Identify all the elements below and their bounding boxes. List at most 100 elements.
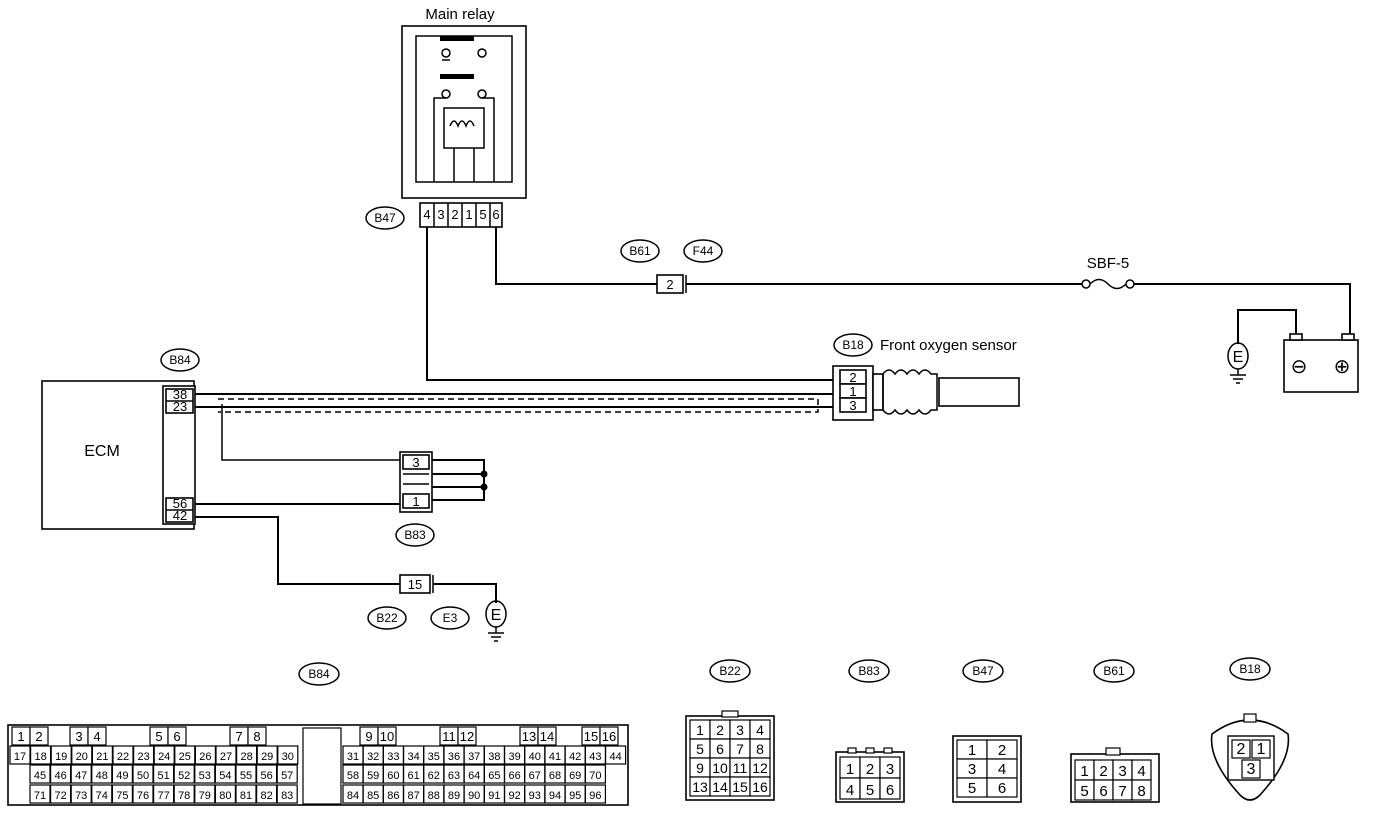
b84-pin: 22 bbox=[117, 751, 129, 763]
b84-pin: 69 bbox=[569, 770, 581, 782]
b84-pin: 4 bbox=[93, 729, 100, 744]
b84-pin: 74 bbox=[96, 790, 108, 802]
battery: ⊖ ⊕ bbox=[1283, 333, 1359, 393]
b84-pin: 92 bbox=[508, 790, 520, 802]
b84-pin: 67 bbox=[529, 770, 541, 782]
b83-face-pin: 1 bbox=[846, 761, 854, 778]
tag-b47: B47 bbox=[365, 206, 405, 230]
b84-pin: 1 bbox=[17, 729, 24, 744]
b18-pin: 3 bbox=[1247, 761, 1256, 778]
b84-pin: 28 bbox=[240, 751, 252, 763]
wire-relay4-sensor2 bbox=[426, 227, 833, 381]
b84-pin: 3 bbox=[75, 729, 82, 744]
tag-f44: F44 bbox=[683, 239, 723, 263]
svg-text:B47: B47 bbox=[374, 211, 396, 225]
b84-pin: 76 bbox=[137, 790, 149, 802]
b84-pin: 60 bbox=[387, 770, 399, 782]
ecm-label: ECM bbox=[84, 443, 120, 460]
b61-face-pin: 2 bbox=[1099, 763, 1107, 780]
tag-b18: B18 bbox=[833, 333, 873, 357]
sensor-pin-3: 3 bbox=[849, 398, 856, 413]
sensor-label: Front oxygen sensor bbox=[880, 337, 1017, 354]
view-title-b83: B83 bbox=[848, 659, 890, 683]
relay-pin-5: 5 bbox=[479, 207, 486, 222]
b83-connector: 3 1 bbox=[399, 451, 433, 513]
b84-pin: 94 bbox=[549, 790, 561, 802]
b22-face-pin: 15 bbox=[732, 779, 748, 795]
b84-pin: 53 bbox=[199, 770, 211, 782]
b84-pin: 62 bbox=[428, 770, 440, 782]
b83-face-pin: 3 bbox=[886, 761, 894, 778]
b84-pin: 46 bbox=[54, 770, 66, 782]
b84-pin: 25 bbox=[179, 751, 191, 763]
b84-pin: 6 bbox=[173, 729, 180, 744]
relay-pin-4: 4 bbox=[423, 207, 430, 222]
b61-connector bbox=[656, 274, 684, 294]
ground-label-battery: E bbox=[1233, 349, 1244, 366]
b83-pin-3: 3 bbox=[412, 455, 419, 470]
b84-pin: 51 bbox=[157, 770, 169, 782]
ecm-pin-56: 56 bbox=[173, 496, 187, 511]
ecm-pin-38: 38 bbox=[173, 387, 187, 402]
b84-pin: 30 bbox=[282, 751, 294, 763]
relay-pin-6: 6 bbox=[492, 207, 499, 222]
tag-b22: B22 bbox=[367, 606, 407, 630]
b84-pin: 55 bbox=[240, 770, 252, 782]
ground-icon: E bbox=[1227, 342, 1249, 384]
fuse-label: SBF-5 bbox=[1087, 255, 1130, 272]
b84-pin: 37 bbox=[468, 751, 480, 763]
view-title-b18: B18 bbox=[1229, 657, 1271, 681]
b47-face-pin: 6 bbox=[998, 780, 1006, 797]
b61-face-pin: 8 bbox=[1137, 783, 1145, 800]
b83-face-pin: 5 bbox=[866, 782, 874, 799]
b84-pin: 79 bbox=[199, 790, 211, 802]
tag-b61: B61 bbox=[620, 239, 660, 263]
relay-pin-1: 1 bbox=[465, 207, 472, 222]
b61-face-pin: 5 bbox=[1080, 783, 1088, 800]
b84-pin: 86 bbox=[387, 790, 399, 802]
front-oxygen-sensor: Front oxygen sensor 2 1 3 bbox=[832, 337, 1020, 421]
svg-text:B83: B83 bbox=[858, 664, 880, 678]
b61-face-pin: 6 bbox=[1099, 783, 1107, 800]
svg-text:B47: B47 bbox=[972, 664, 994, 678]
main-relay-label: Main relay bbox=[425, 6, 495, 23]
b84-pin: 8 bbox=[253, 729, 260, 744]
b22-face-pin: 14 bbox=[712, 779, 728, 795]
b47-face-pin: 3 bbox=[968, 761, 976, 778]
b84-pin: 85 bbox=[367, 790, 379, 802]
b84-pin: 68 bbox=[549, 770, 561, 782]
b47-face-pin: 5 bbox=[968, 780, 976, 797]
b84-pin: 50 bbox=[137, 770, 149, 782]
b84-pin: 24 bbox=[158, 751, 170, 763]
b84-pin: 71 bbox=[34, 790, 46, 802]
b47-face-pin: 2 bbox=[998, 742, 1006, 759]
wire-fuse-battery bbox=[1134, 283, 1351, 336]
b84-pin: 27 bbox=[220, 751, 232, 763]
b84-pin: 41 bbox=[549, 751, 561, 763]
b84-pin: 48 bbox=[96, 770, 108, 782]
b84-pin: 89 bbox=[448, 790, 460, 802]
b84-pin: 64 bbox=[468, 770, 480, 782]
wire-b83-bus bbox=[432, 459, 485, 501]
shield-line bbox=[218, 398, 819, 413]
b84-pin: 10 bbox=[380, 729, 394, 744]
b84-pin: 88 bbox=[428, 790, 440, 802]
tag-b83: B83 bbox=[395, 523, 435, 547]
b22-face-pin: 7 bbox=[736, 741, 744, 757]
view-title-b22: B22 bbox=[709, 659, 751, 683]
svg-text:B61: B61 bbox=[629, 244, 651, 258]
b84-pin: 59 bbox=[367, 770, 379, 782]
b84-pin: 78 bbox=[178, 790, 190, 802]
svg-text:F44: F44 bbox=[693, 244, 714, 258]
b84-pin: 23 bbox=[137, 751, 149, 763]
b84-pin: 31 bbox=[347, 751, 359, 763]
wire-ecm42-b22 bbox=[195, 516, 400, 585]
b84-pin: 83 bbox=[281, 790, 293, 802]
b61-pin: 2 bbox=[666, 277, 673, 292]
b84-pin: 16 bbox=[602, 729, 616, 744]
b84-pin: 26 bbox=[199, 751, 211, 763]
